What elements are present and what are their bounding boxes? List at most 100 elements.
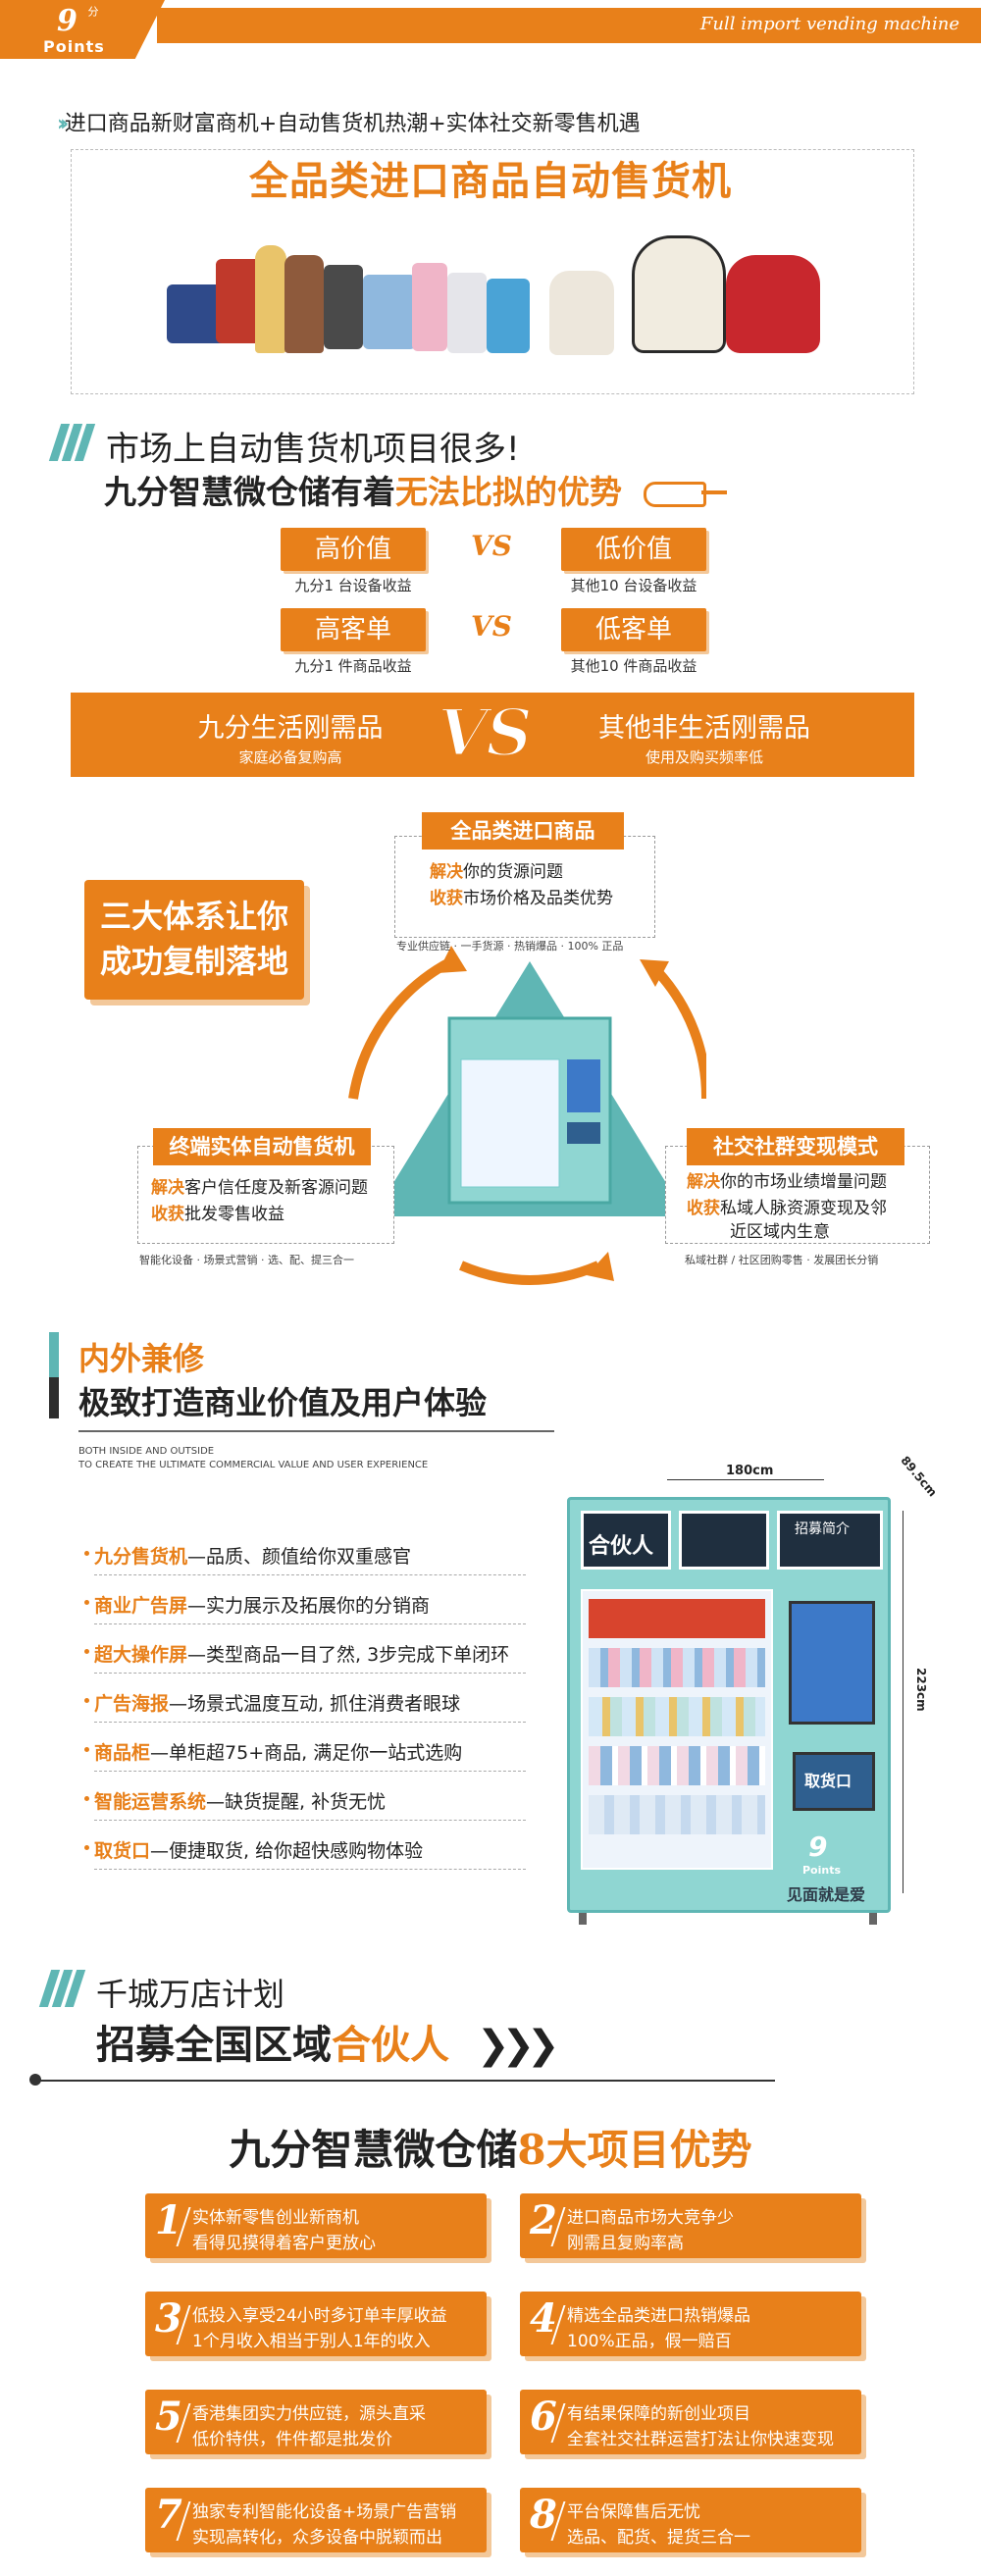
low-ticket-pill: 低客单 — [561, 608, 706, 651]
feature-item: 取货口—便捷取货, 给你超快感购物体验 — [84, 1836, 526, 1870]
feature-item: 广告海报—场景式温度互动, 抓住消费者眼球 — [84, 1689, 526, 1723]
section-title-orange: 内外兼修 — [78, 1340, 205, 1377]
low-ticket-note: 其他10 件商品收益 — [570, 657, 697, 675]
product-showcase-frame — [71, 149, 914, 394]
arrow-head-left-icon — [438, 946, 467, 973]
imported-goods-line-2: 收获市场价格及品类优势 — [430, 889, 613, 908]
feature-item: 商业广告屏—实力展示及拓展你的分销商 — [84, 1591, 526, 1624]
social-model-tag: 社交社群变现模式 — [687, 1128, 904, 1165]
recruit-partner-headline: 招募全国区域合伙人 ❯❯❯ — [96, 2013, 559, 2070]
high-value-note: 九分1 台设备收益 — [294, 577, 412, 594]
advantage-headline-b: 无法比拟的优势 — [395, 473, 622, 511]
necessity-right-sub: 使用及购买频率低 — [645, 748, 763, 766]
logo-fen: 分 — [86, 6, 99, 16]
vs-large-icon: VS — [437, 694, 535, 773]
accent-bar-dark — [49, 1377, 59, 1418]
imported-goods-line-1: 解决你的货源问题 — [430, 862, 563, 882]
stripes-icon — [38, 1970, 86, 2007]
necessity-left: 九分生活刚需品 家庭必备复购高 — [143, 706, 438, 767]
width-dimension: 180cm — [726, 1464, 774, 1478]
partner-screen-label: 合伙人 — [589, 1534, 654, 1559]
feature-item: 超大操作屏—类型商品一目了然, 3步完成下单闭环 — [84, 1640, 526, 1674]
english-caption-2: TO CREATE THE ULTIMATE COMMERCIAL VALUE … — [78, 1460, 429, 1470]
eight-advantages-title: 九分智慧微仓储8大项目优势 — [229, 2126, 752, 2174]
triple-chevron-icon: ❯❯❯ — [476, 2023, 559, 2068]
social-model-line-1: 解决你的市场业绩增量问题 — [687, 1172, 887, 1192]
advantage-headline-a: 九分智慧微仓储有着 — [104, 473, 395, 511]
slogan-line-1: 三大体系让你 — [99, 898, 288, 935]
necessity-right: 其他非生活刚需品 使用及购买频率低 — [547, 706, 861, 767]
high-value-pill: 高价值 — [281, 528, 426, 571]
accent-bar-teal — [49, 1332, 59, 1377]
high-ticket-note: 九分1 件商品收益 — [294, 657, 412, 675]
arc-arrow-bottom — [459, 1261, 600, 1285]
terminal-machine-line-1: 解决客户信任度及新客源问题 — [151, 1178, 368, 1198]
arrow-head-bottom-icon — [587, 1252, 614, 1281]
imported-goods-box — [394, 836, 655, 938]
depth-dimension: 89.5cm — [898, 1453, 940, 1500]
english-caption-1: BOTH INSIDE AND OUTSIDE — [78, 1446, 215, 1457]
intro-headline: ›› 进口商品新财富商机+自动售货机热潮+实体社交新零售机遇 — [57, 106, 641, 137]
vs-icon: VS — [471, 610, 512, 643]
machine-pickup — [567, 1122, 600, 1144]
three-systems-slogan: 三大体系让你 成功复制落地 — [84, 880, 304, 1000]
brand-logo: 9 分 Points — [0, 0, 165, 59]
social-model-line-3: 近区域内生意 — [730, 1222, 830, 1242]
feature-item: 智能运营系统—缺货提醒, 补货无忧 — [84, 1787, 526, 1821]
double-chevron-icon: ›› — [57, 112, 69, 136]
social-model-line-2: 收获私域人脉资源变现及邻 — [687, 1199, 887, 1218]
necessity-left-title: 九分生活刚需品 — [197, 713, 384, 744]
imported-goods-tag: 全品类进口商品 — [422, 812, 624, 850]
header-bar — [157, 8, 981, 43]
product-lineup-image — [147, 216, 834, 373]
height-dimension: 223cm — [914, 1668, 928, 1712]
market-headline: 市场上自动售货机项目很多! — [106, 430, 520, 469]
vs-icon: VS — [471, 530, 512, 562]
thousand-cities-plan: 千城万店计划 — [96, 1976, 285, 2013]
low-value-note: 其他10 台设备收益 — [570, 577, 697, 594]
terminal-machine-line-2: 收获批发零售收益 — [151, 1205, 284, 1224]
header-tagline: Full import vending machine — [699, 14, 959, 34]
machine-shelf-window — [460, 1058, 560, 1188]
pickup-label: 取货口 — [804, 1772, 852, 1790]
logo-number: 9 — [57, 4, 77, 38]
feature-item: 商品柜—单柜超75+商品, 满足你一站式选购 — [84, 1738, 526, 1772]
slogan-line-2: 成功复制落地 — [99, 943, 288, 980]
divider-dot — [29, 2074, 41, 2086]
vending-machine-image: 180cm 89.5cm 223cm 合伙人 招募简介 取货口 9 Points… — [559, 1454, 952, 1942]
arrow-head-right-icon — [640, 959, 669, 987]
low-value-pill: 低价值 — [561, 528, 706, 571]
plan-screen-label: 招募简介 — [795, 1521, 850, 1537]
machine-brand-sub: Points — [802, 1864, 842, 1877]
cycle-diagram — [348, 946, 706, 1285]
social-model-note: 私域社群 / 社区团购零售 · 发展团长分销 — [685, 1254, 879, 1266]
necessity-right-title: 其他非生活刚需品 — [598, 713, 810, 744]
feature-item: 九分售货机—品质、颜值给你双重感官 — [84, 1542, 526, 1575]
necessity-left-sub: 家庭必备复购高 — [238, 748, 342, 766]
divider — [39, 2080, 775, 2082]
intro-headline-text: 进口商品新财富商机+自动售货机热潮+实体社交新零售机遇 — [64, 112, 641, 136]
terminal-machine-note: 智能化设备 · 场景式营销 · 选、配、提三合一 — [139, 1254, 354, 1266]
product-category-title: 全品类进口商品自动售货机 — [249, 159, 732, 204]
section-title-dark: 极致打造商业价值及用户体验 — [78, 1384, 488, 1421]
page-header: 9 分 Points Full import vending machine — [0, 0, 981, 59]
terminal-machine-tag: 终端实体自动售货机 — [153, 1128, 371, 1165]
machine-screen — [567, 1059, 600, 1112]
advantage-headline: 九分智慧微仓储有着无法比拟的优势 — [104, 466, 727, 513]
arc-arrow-left — [348, 956, 454, 1100]
necessity-comparison-band: 九分生活刚需品 家庭必备复购高 其他非生活刚需品 使用及购买频率低 — [71, 693, 914, 777]
stripes-icon — [48, 424, 96, 461]
arc-arrow-right — [653, 967, 706, 1099]
high-ticket-pill: 高客单 — [281, 608, 426, 651]
pointing-hand-icon — [643, 481, 727, 507]
recruit-headline-a: 招募全国区域 — [96, 2023, 332, 2068]
machine-slogan: 见面就是爱 — [787, 1885, 866, 1904]
